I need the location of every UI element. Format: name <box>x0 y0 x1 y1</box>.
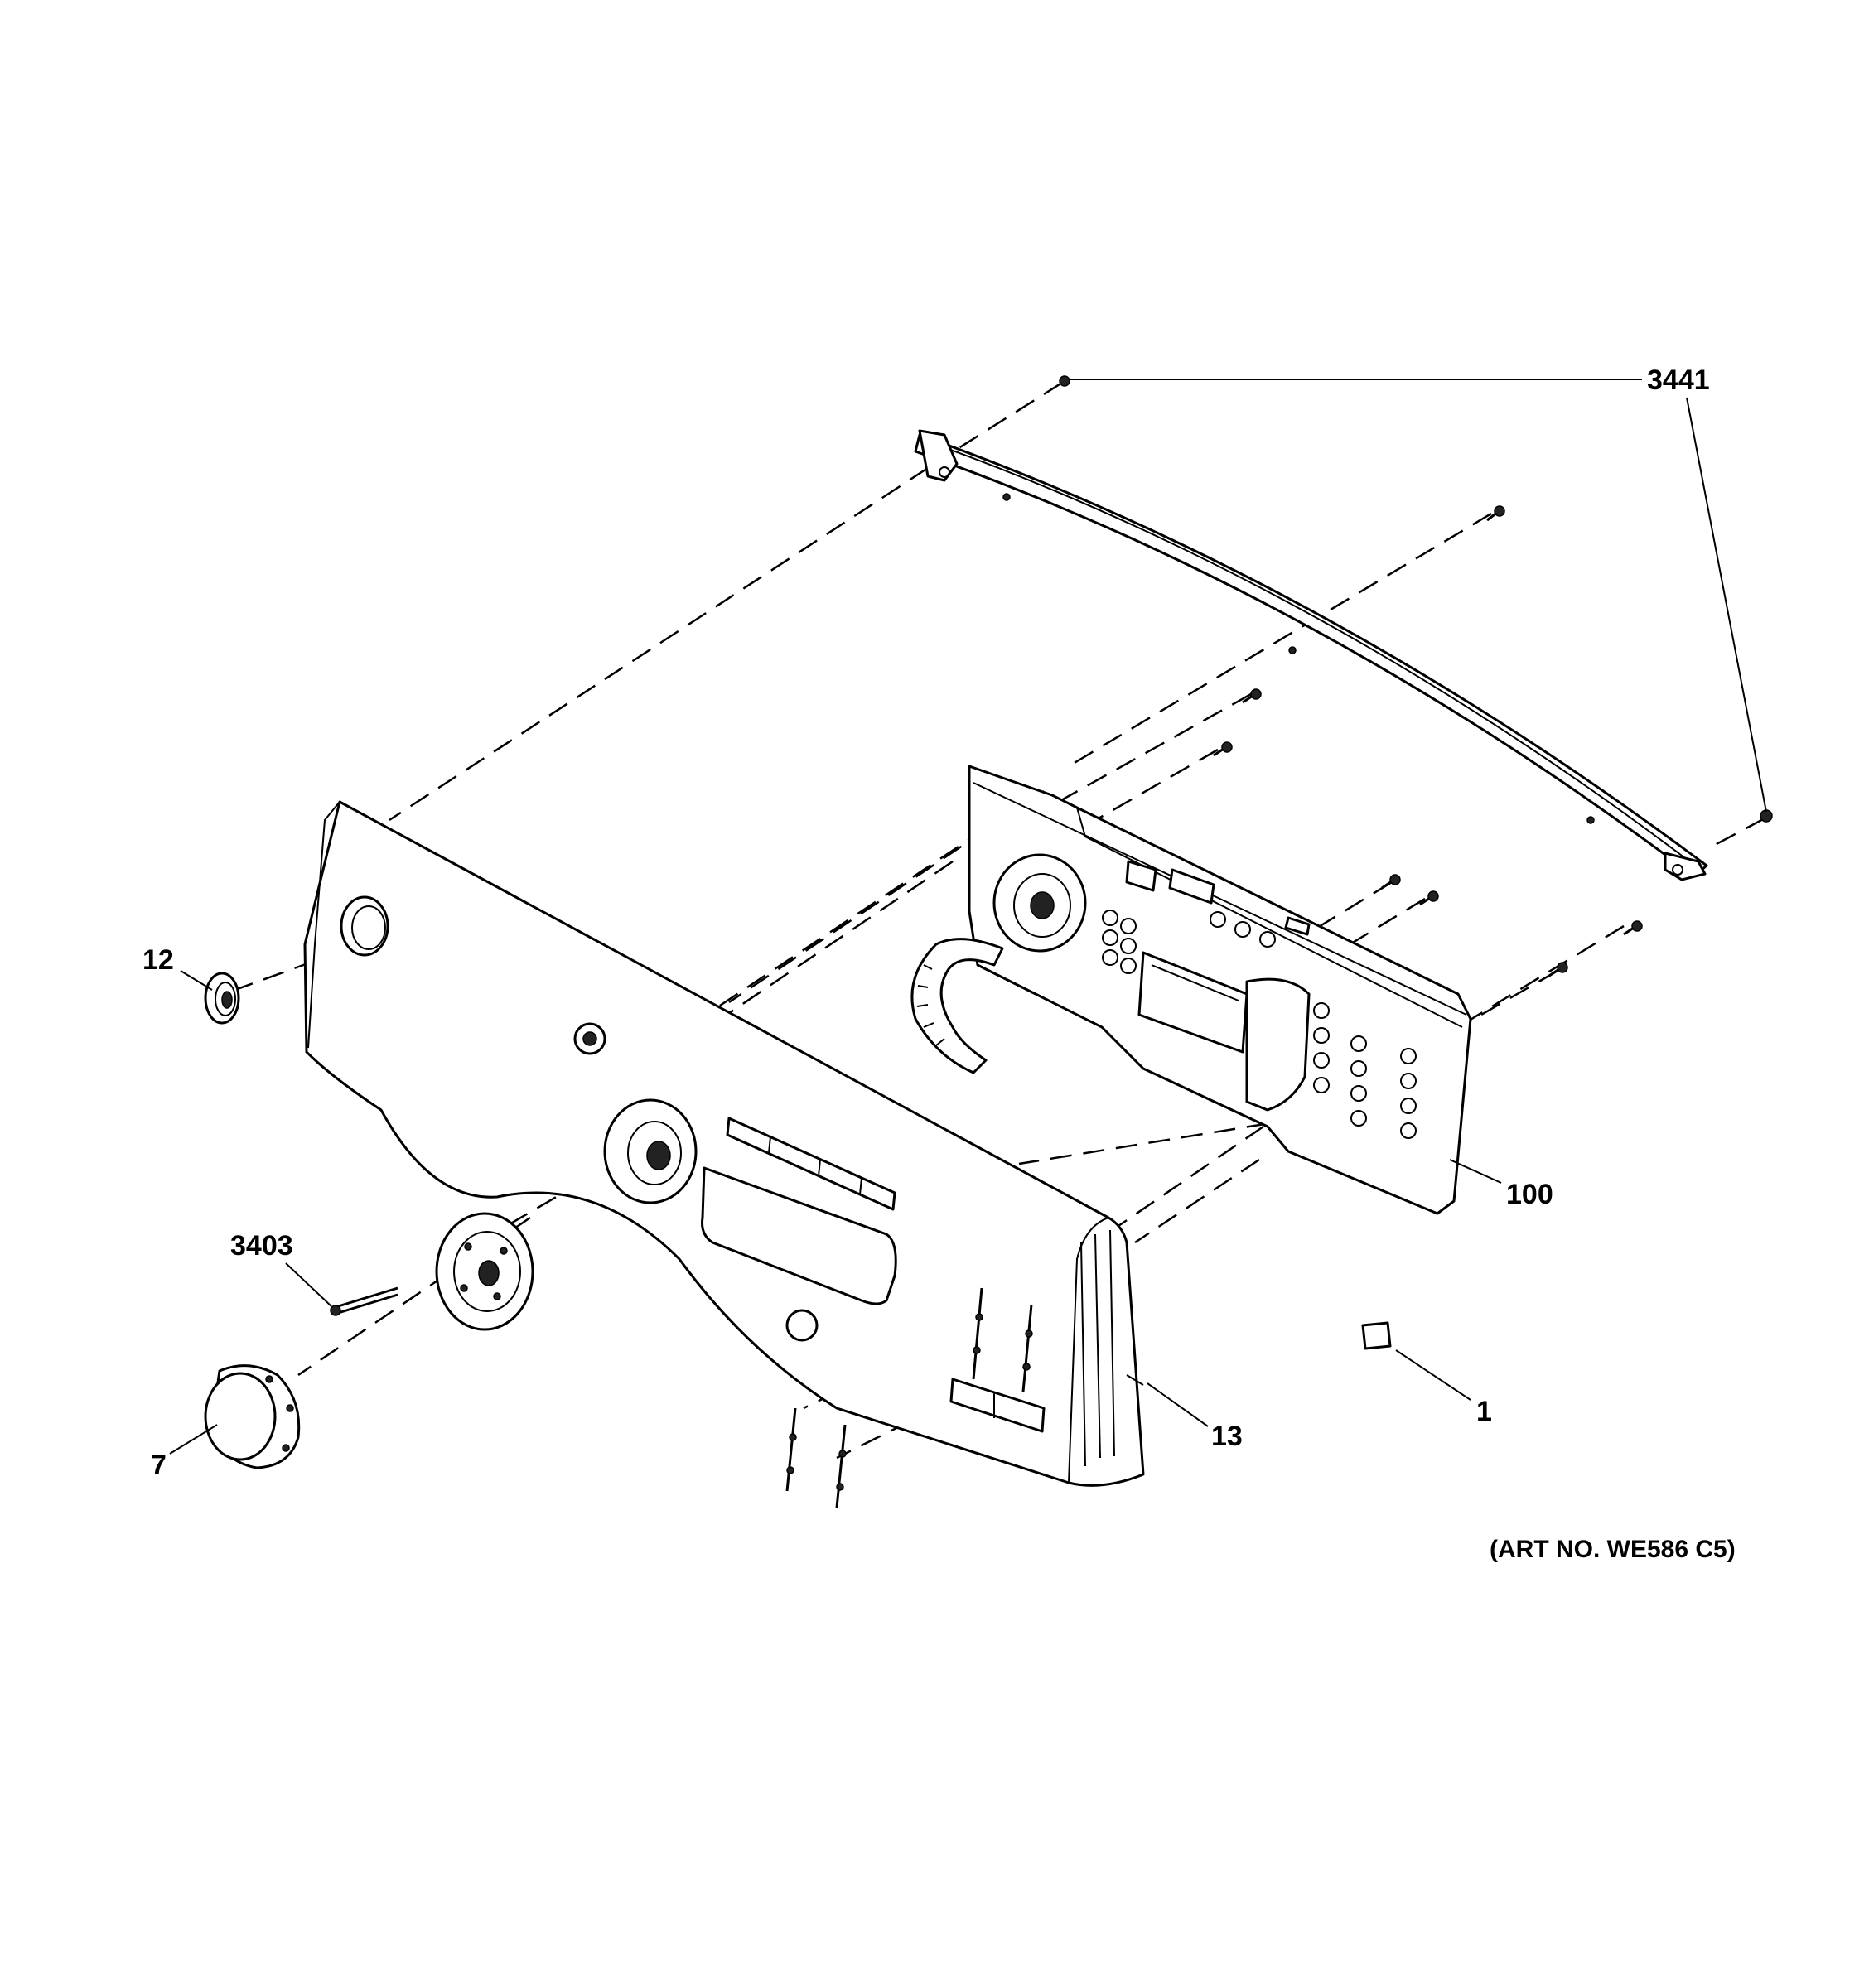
board-buttons <box>1102 910 1417 1139</box>
knob-part-7 <box>204 1364 301 1469</box>
screw-icon <box>1213 741 1233 757</box>
screw-icon <box>1623 920 1643 936</box>
dial-skirt <box>435 1212 534 1331</box>
screw-3441-group <box>1059 375 1773 977</box>
callout-12: 12 <box>142 944 174 976</box>
callout-3441: 3441 <box>1647 364 1710 396</box>
screw-part-3403 <box>330 1286 398 1316</box>
callout-7: 7 <box>151 1450 167 1481</box>
callout-13: 13 <box>1211 1421 1243 1452</box>
encoder-ring <box>910 938 1004 1074</box>
top-trim-rail <box>914 429 1708 881</box>
screw-icon <box>1381 874 1401 890</box>
screw-icon <box>1242 688 1262 704</box>
callout-1: 1 <box>1476 1396 1492 1427</box>
screw-icon <box>1760 809 1773 823</box>
leader-lines <box>169 379 1767 1455</box>
console-panel <box>303 800 1145 1487</box>
screw-icon <box>1059 375 1070 387</box>
callout-100: 100 <box>1506 1179 1553 1210</box>
callout-3403: 3403 <box>230 1230 293 1262</box>
callout-labels: 3441 12 3403 7 100 13 1 <box>142 364 1710 1481</box>
control-board-assembly <box>968 765 1472 1215</box>
bottom-clips <box>785 1287 1033 1508</box>
art-number: (ART NO. WE586 C5) <box>1490 1536 1736 1563</box>
screw-icon <box>1486 505 1505 522</box>
bushing-part-12 <box>204 972 240 1025</box>
screw-icon <box>1419 890 1439 906</box>
label-part-1 <box>1361 1321 1392 1350</box>
screw-icon <box>1548 962 1568 977</box>
